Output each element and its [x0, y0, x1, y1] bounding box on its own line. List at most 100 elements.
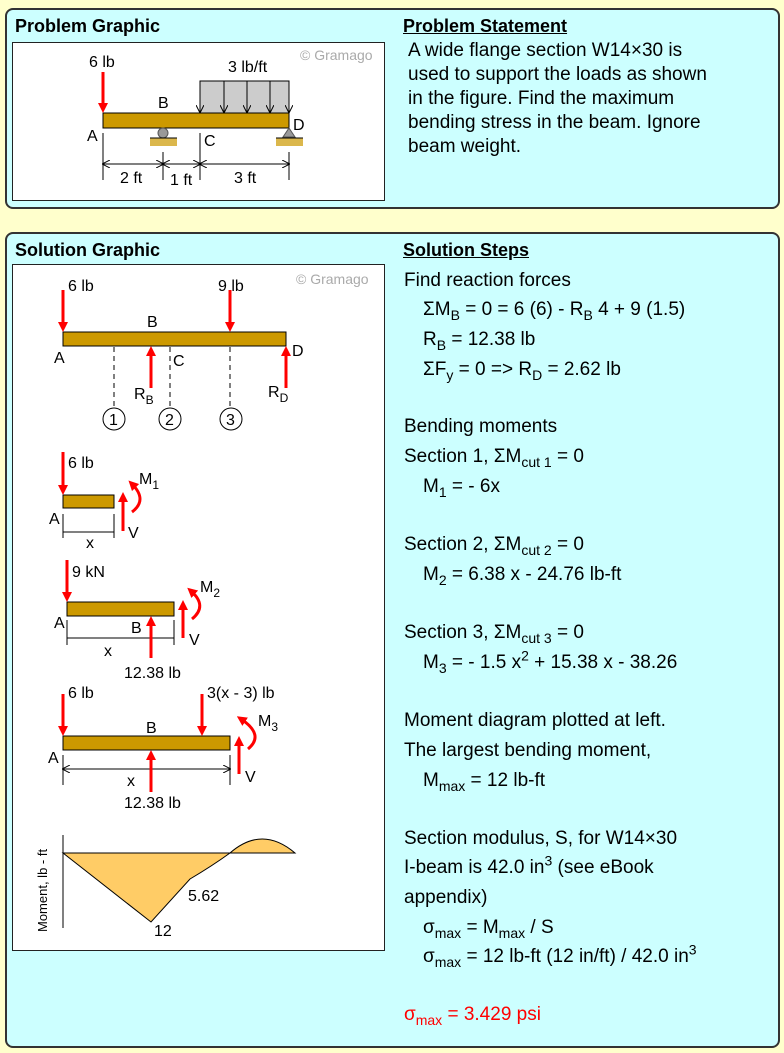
- ground-b: [150, 138, 177, 146]
- step-text: y: [446, 366, 454, 383]
- step-text: 2: [521, 647, 529, 664]
- step-text: cut 3: [521, 629, 552, 646]
- step-text: Bending moments: [404, 416, 558, 437]
- reaction-d-label: RD: [268, 384, 289, 405]
- free-body-diagram: © Gramago 6 lb 9 lb B A C D 1 2 3 RB RD: [54, 271, 369, 431]
- section-1-diagram: 6 lb A x V M1: [49, 452, 159, 552]
- x-label: x: [86, 535, 94, 552]
- cut-2-label: 2: [165, 412, 174, 429]
- step-text: (see eBook: [552, 857, 654, 878]
- step-text: B: [583, 306, 593, 323]
- solution-step-line: M3 = - 1.5 x2 + 15.38 x - 38.26: [423, 649, 678, 676]
- cut-lines: [113, 347, 231, 407]
- solution-graphic-title: Solution Graphic: [15, 240, 161, 260]
- label-a: A: [54, 615, 65, 632]
- solution-step-line: M1 = - 6x: [423, 476, 500, 500]
- shear-label: V: [128, 525, 139, 542]
- step-text: 3: [688, 941, 697, 958]
- cut-1-label: 1: [109, 412, 118, 429]
- step-text: The largest bending moment,: [404, 740, 652, 761]
- step-text: max: [415, 1011, 443, 1028]
- step-text: 4 + 9 (1.5): [592, 299, 686, 320]
- dim-label-3: 3 ft: [234, 170, 257, 187]
- resultant-load-label: 3(x - 3) lb: [207, 685, 275, 702]
- dimension-lines: [103, 133, 289, 180]
- step-text: cut 2: [521, 541, 552, 558]
- label-b: B: [147, 314, 158, 331]
- label-a: A: [54, 350, 65, 367]
- step-text: σ: [423, 917, 435, 938]
- solution-step-line: Section 2, ΣMcut 2 = 0: [404, 534, 584, 558]
- distributed-load-arrows: [200, 81, 289, 112]
- step-text: Section 3, ΣM: [404, 622, 522, 643]
- label-c: C: [204, 133, 216, 150]
- step-text: 1: [438, 483, 447, 500]
- label-a: A: [87, 128, 98, 145]
- solution-step-line: Section 1, ΣMcut 1 = 0: [404, 446, 584, 470]
- step-text: = 0 => R: [453, 359, 533, 380]
- solution-step-line: Section modulus, S, for W14×30: [404, 828, 677, 850]
- step-text: M: [423, 652, 439, 673]
- solution-step-line: Section 3, ΣMcut 3 = 0: [404, 622, 584, 646]
- dim-label-2: 1 ft: [170, 172, 193, 189]
- ground-d: [276, 138, 303, 146]
- step-text: M: [423, 770, 439, 791]
- solution-step-line: ΣMB = 0 = 6 (6) - RB 4 + 9 (1.5): [423, 299, 686, 323]
- step-text: = 0: [551, 446, 584, 467]
- solution-step-line: Find reaction forces: [404, 270, 571, 292]
- statement-line: used to support the loads as shown: [408, 64, 707, 85]
- roller-support: [157, 127, 169, 139]
- step-text: 3: [438, 659, 447, 676]
- beam-segment: [66, 601, 175, 617]
- problem-statement-title: Problem Statement: [403, 16, 568, 36]
- step-text: = 12 lb-ft: [465, 770, 546, 791]
- step-text: max: [438, 777, 466, 794]
- label-d: D: [292, 343, 304, 360]
- step-text: 3: [544, 852, 553, 869]
- solution-step-line: σmax = Mmax / S: [423, 917, 554, 941]
- reaction-label: 12.38 lb: [124, 665, 181, 682]
- step-text: max: [498, 924, 526, 941]
- moment-label: M1: [139, 471, 159, 492]
- x-label: x: [127, 773, 135, 790]
- section-2-diagram: 9 kN A B x 12.38 lb V M2: [54, 560, 220, 682]
- step-text: max: [434, 924, 462, 941]
- moment-arrow: [128, 480, 142, 514]
- step-text: D: [532, 366, 543, 383]
- statement-line: beam weight.: [408, 136, 522, 157]
- moment-label: M2: [200, 579, 220, 600]
- step-text: 2: [438, 571, 447, 588]
- statement-line: bending stress in the beam. Ignore: [408, 112, 701, 133]
- beam-segment: [62, 735, 231, 751]
- step-text: ΣF: [423, 359, 447, 380]
- step-text: R: [423, 329, 437, 350]
- solution-step-line: RB = 12.38 lb: [423, 329, 535, 353]
- step-text: B: [450, 306, 460, 323]
- beam: [102, 112, 290, 129]
- statement-line: A wide flange section W14×30 is: [408, 40, 683, 61]
- beam: [62, 331, 287, 347]
- solution-step-line: I-beam is 42.0 in3 (see eBook: [404, 854, 654, 879]
- load-label: 6 lb: [68, 455, 94, 472]
- moment-area: [61, 838, 297, 923]
- cut-3-label: 3: [226, 412, 235, 429]
- reaction-b-label: RB: [134, 386, 154, 407]
- moment-arrow: [236, 716, 257, 751]
- x-label: x: [104, 643, 112, 660]
- solution-steps-title: Solution Steps: [403, 240, 529, 260]
- dim-label-1: 2 ft: [120, 170, 143, 187]
- moment-value-c: 5.62: [188, 888, 219, 905]
- step-text: cut 1: [521, 453, 552, 470]
- step-text: + 15.38 x - 38.26: [528, 652, 678, 673]
- step-text: = 0: [551, 622, 584, 643]
- step-text: Find reaction forces: [404, 270, 571, 291]
- step-text: B: [436, 336, 447, 353]
- step-text: = 3.429 psi: [442, 1004, 541, 1025]
- load-a-label: 6 lb: [68, 278, 94, 295]
- problem-graphic-title: Problem Graphic: [15, 16, 161, 36]
- step-text: Section 2, ΣM: [404, 534, 522, 555]
- shear-label: V: [245, 769, 256, 786]
- step-text: / S: [525, 917, 554, 938]
- moment-value-max: 12: [154, 923, 172, 940]
- watermark: © Gramago: [300, 47, 373, 63]
